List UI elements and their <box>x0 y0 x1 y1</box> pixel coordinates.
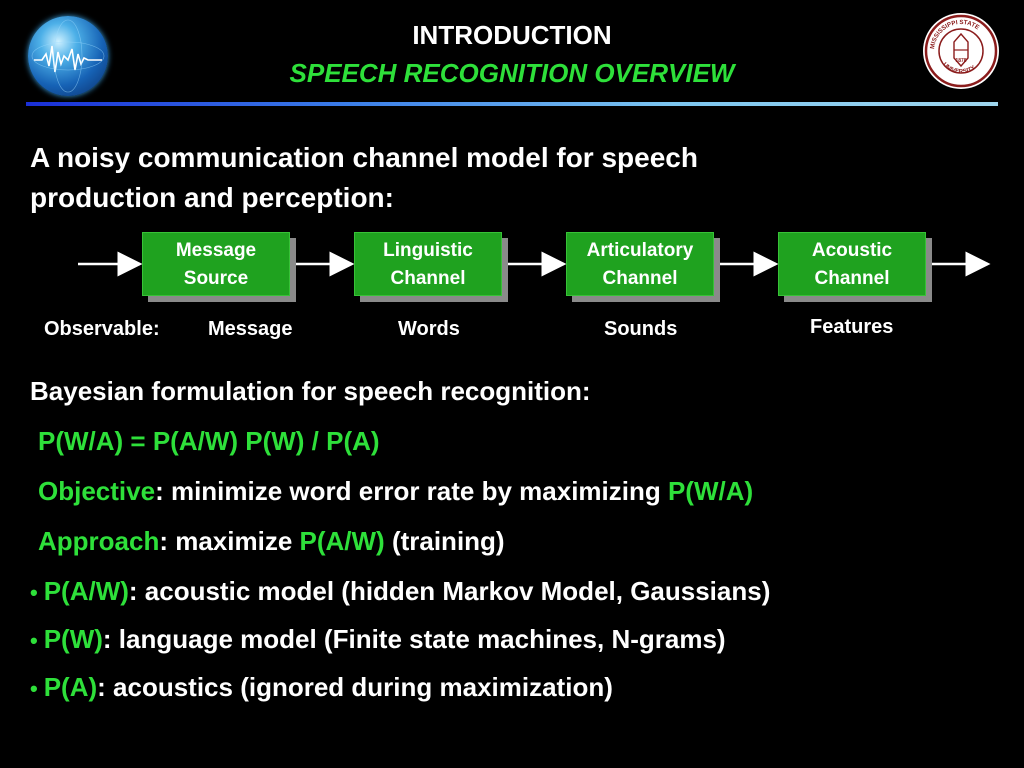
bayes-heading: Bayesian formulation for speech recognit… <box>30 376 591 406</box>
globe-logo <box>28 16 108 96</box>
university-seal-logo: MISSISSIPPI STATE UNIVERSITY 1878 <box>922 12 1000 90</box>
observable-features: Features <box>810 316 894 338</box>
linguistic-channel-box: Linguistic Channel <box>354 232 502 296</box>
objective-line: Objective: minimize word error rate by m… <box>38 476 753 507</box>
bullet-icon: • <box>30 628 38 653</box>
observable-label: Observable: <box>44 318 160 340</box>
bullet-item: •P(A): acoustics (ignored during maximiz… <box>30 672 613 703</box>
intro-text: A noisy communication channel model for … <box>30 138 930 218</box>
observable-message: Message <box>208 318 293 340</box>
approach-text: : maximize <box>159 526 300 556</box>
bullet-item: •P(W): language model (Finite state mach… <box>30 624 726 655</box>
bullet-icon: • <box>30 676 38 701</box>
box-label: Source <box>183 268 249 289</box>
diagram-arrows <box>78 251 991 277</box>
box-label: Articulatory <box>586 240 694 261</box>
observable-words: Words <box>398 318 460 340</box>
bullet-text: : language model (Finite state machines,… <box>102 624 726 654</box>
bullet-item: •P(A/W): acoustic model (hidden Markov M… <box>30 576 770 607</box>
objective-label: Objective <box>38 476 156 506</box>
box-label: Message <box>175 240 257 261</box>
channel-diagram: Message Source Linguistic Channel Articu… <box>0 226 1024 306</box>
box-label: Linguistic <box>383 240 473 261</box>
bullet-term: P(A) <box>43 672 98 702</box>
box-label: Channel <box>602 268 678 289</box>
bayes-formula: P(W/A) = P(A/W) P(W) / P(A) <box>38 426 380 456</box>
message-source-box: Message Source <box>142 232 290 296</box>
approach-label: Approach <box>38 526 160 556</box>
intro-line-1: A noisy communication channel model for … <box>30 142 698 173</box>
intro-line-2: production and perception: <box>30 182 394 213</box>
bullet-term: P(W) <box>43 624 103 654</box>
bullet-text: : acoustic model (hidden Markov Model, G… <box>128 576 771 606</box>
observable-sounds: Sounds <box>604 318 678 340</box>
box-label: Channel <box>814 268 890 289</box>
svg-text:1878: 1878 <box>955 58 966 64</box>
approach-term: P(A/W) <box>299 526 385 556</box>
box-label: Channel <box>390 268 466 289</box>
objective-text: : minimize word error rate by maximizing <box>155 476 668 506</box>
bullet-term: P(A/W) <box>43 576 129 606</box>
bullet-icon: • <box>30 580 38 605</box>
header-divider <box>26 102 998 106</box>
objective-term: P(W/A) <box>667 476 754 506</box>
acoustic-channel-box: Acoustic Channel <box>778 232 926 296</box>
waveform-graphic <box>31 19 105 93</box>
approach-line: Approach: maximize P(A/W) (training) <box>38 526 505 557</box>
articulatory-channel-box: Articulatory Channel <box>566 232 714 296</box>
approach-suffix: (training) <box>384 526 505 556</box>
slide-subtitle: SPEECH RECOGNITION OVERVIEW <box>289 58 735 88</box>
box-label: Acoustic <box>811 240 893 261</box>
slide-title: INTRODUCTION <box>412 20 612 50</box>
bullet-text: : acoustics (ignored during maximization… <box>97 672 613 702</box>
